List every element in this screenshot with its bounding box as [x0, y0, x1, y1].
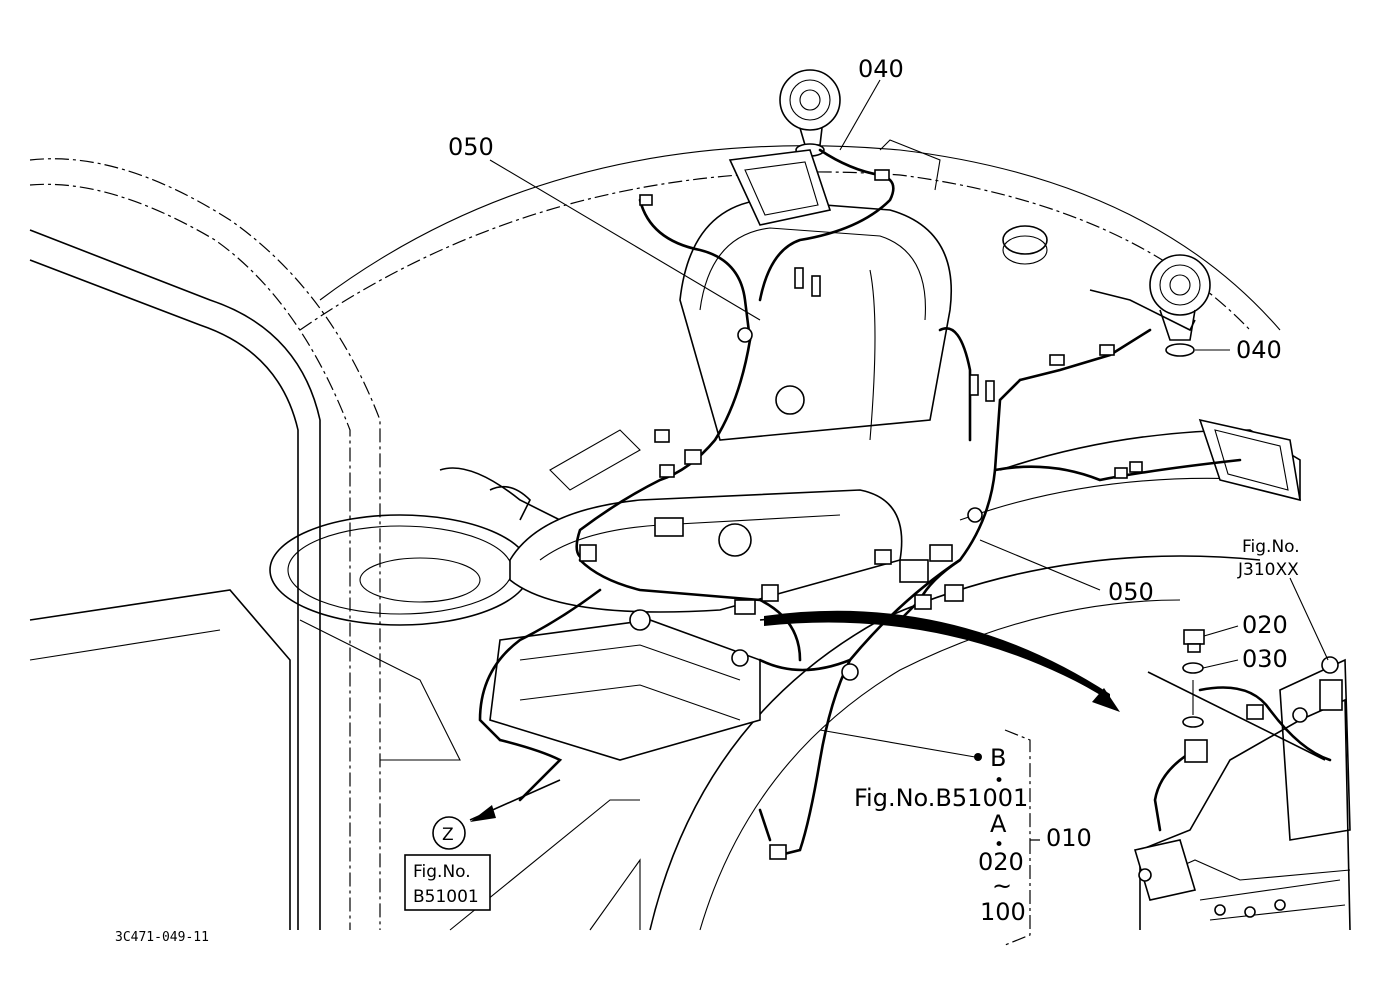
control-levers: [439, 429, 641, 521]
fig-ref-b51001-box: Fig.No. B51001: [404, 854, 491, 911]
ref-fig-b51001: Fig.No.B51001: [854, 784, 1028, 812]
tail-lamp-right: [1198, 418, 1301, 502]
ref-a: A: [990, 810, 1007, 838]
ref-stack: B • Fig.No.B51001 A • 020 ~ 100: [854, 729, 1040, 946]
callout-030: 030: [1242, 645, 1288, 673]
fig-ref-b51001-line1: Fig.No.: [413, 862, 471, 882]
leader-lines: [489, 79, 1329, 761]
fig-ref-j310xx: Fig.No. J310XX: [1237, 537, 1300, 580]
ref-tilde: ~: [992, 872, 1012, 900]
rear-work-lamp-right: [1089, 254, 1211, 357]
fig-ref-j310xx-line1: Fig.No.: [1242, 537, 1300, 557]
tail-lamp-left: [728, 149, 832, 226]
callout-labels: 040 050 040 050 020 030 010: [448, 55, 1288, 852]
ref-from: 020: [978, 848, 1024, 876]
ref-dot-2: •: [994, 835, 1004, 855]
ref-b: B: [990, 744, 1006, 772]
callout-020: 020: [1242, 611, 1288, 639]
rear-work-lamp-left: [779, 69, 841, 157]
z-view-arrow: [469, 779, 561, 822]
callout-040-top: 040: [858, 55, 904, 83]
harness-connectors: [579, 169, 1143, 860]
callout-050-right: 050: [1108, 578, 1154, 606]
detail-inset-hydraulic-block: [1133, 629, 1351, 931]
wiring-harness: [478, 148, 1242, 857]
callout-050-top: 050: [448, 133, 494, 161]
z-marker-label: Z: [442, 825, 454, 845]
detail-arrow: [759, 610, 1120, 712]
fuel-cap: [1002, 225, 1048, 265]
fig-ref-j310xx-line2: J310XX: [1237, 560, 1299, 580]
operator-seat: [489, 199, 952, 761]
drawing-code: 3C471-049-11: [115, 930, 209, 945]
ref-to: 100: [980, 898, 1026, 926]
z-marker: Z: [432, 816, 466, 850]
ref-dot-1: •: [994, 771, 1004, 791]
callout-040-right: 040: [1236, 336, 1282, 364]
steering-wheel: [269, 514, 531, 761]
fig-ref-b51001-line2: B51001: [413, 887, 479, 907]
callout-010: 010: [1046, 824, 1092, 852]
tractor-body-outline: [29, 139, 1301, 931]
